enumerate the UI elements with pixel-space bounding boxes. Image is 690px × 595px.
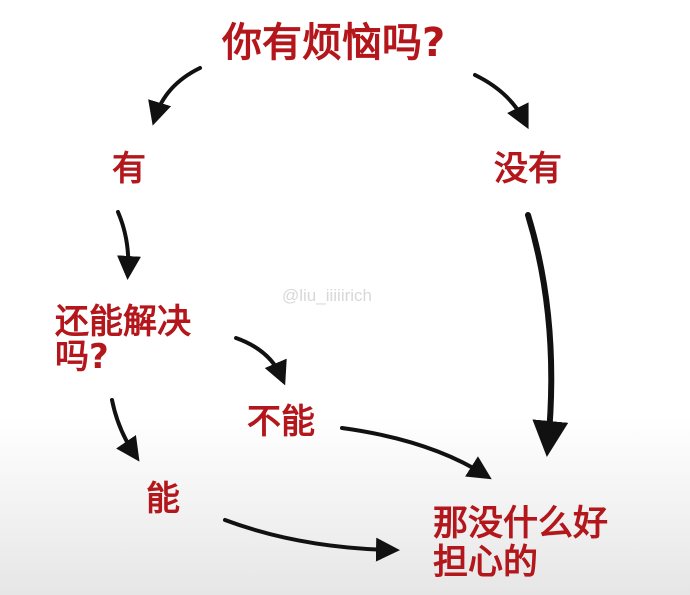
arrow-cannot-to-result	[340, 426, 492, 480]
node-no: 没有	[494, 149, 562, 189]
node-can-solve-line1: 还能解决	[55, 302, 191, 342]
arrow-question-to-yes	[148, 66, 202, 126]
node-yes: 有	[112, 149, 146, 189]
node-can-solve-line2: 吗?	[55, 337, 109, 377]
arrow-can-to-result	[223, 518, 400, 562]
node-result-line1: 那没什么好	[433, 504, 609, 544]
node-result-line2: 担心的	[433, 543, 539, 583]
node-question: 你有烦恼吗?	[222, 20, 446, 66]
arrow-cansolve-to-cannot	[234, 336, 287, 386]
node-can: 能	[146, 479, 180, 519]
arrow-cansolve-to-can	[110, 398, 140, 462]
arrow-no-to-result	[525, 212, 569, 457]
arrow-yes-to-cansolve	[116, 210, 141, 280]
watermark: @liu_iiiiirich	[282, 286, 372, 305]
arrow-question-to-no	[473, 73, 529, 130]
node-cannot: 不能	[247, 402, 315, 442]
